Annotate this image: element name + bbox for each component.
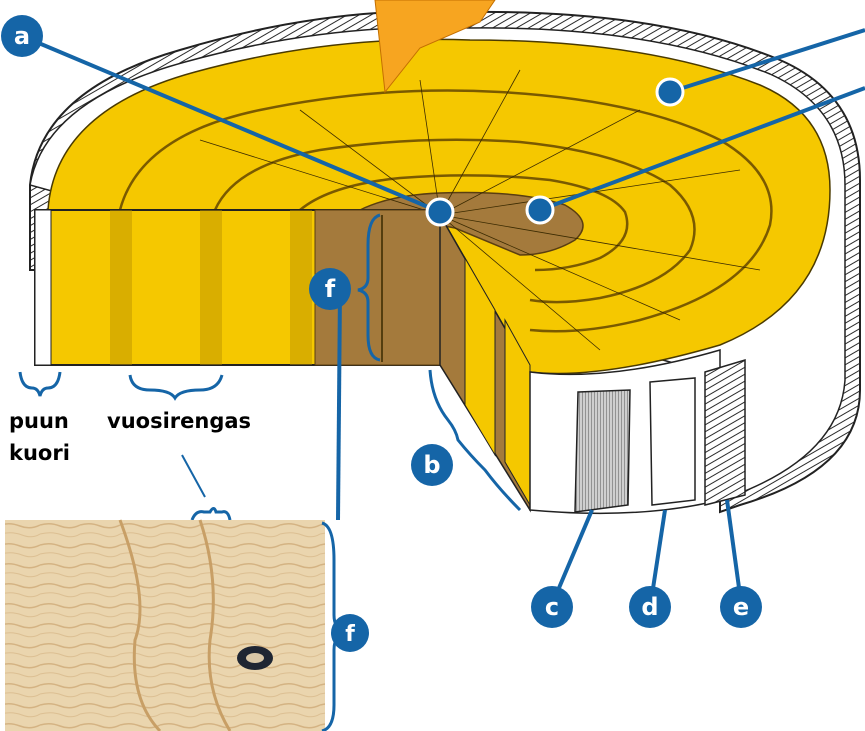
marker-d: d xyxy=(629,586,671,628)
wood-grain-photo xyxy=(5,520,325,731)
svg-text:a: a xyxy=(14,22,30,50)
marker-a: a xyxy=(1,15,43,57)
cut-front-face xyxy=(35,210,440,365)
marker-f-upper: f xyxy=(309,268,351,310)
bark-label-line1: puun xyxy=(9,409,69,433)
svg-text:b: b xyxy=(423,451,440,479)
ring-brace-icon xyxy=(130,375,222,398)
svg-text:c: c xyxy=(545,593,559,621)
svg-text:e: e xyxy=(733,593,749,621)
bark-label-line2: kuori xyxy=(9,441,70,465)
marker-f-lower: f xyxy=(331,614,369,652)
marker-b: b xyxy=(411,444,453,486)
marker-c: c xyxy=(531,586,573,628)
svg-text:d: d xyxy=(641,593,658,621)
marker-e: e xyxy=(720,586,762,628)
svg-text:f: f xyxy=(345,622,355,647)
svg-text:f: f xyxy=(325,275,336,303)
photo-top-brace-icon xyxy=(192,509,230,521)
bark-brace-icon xyxy=(20,372,60,396)
annual-ring-pointer-line xyxy=(182,455,205,497)
annual-ring-label: vuosirengas xyxy=(107,409,251,433)
